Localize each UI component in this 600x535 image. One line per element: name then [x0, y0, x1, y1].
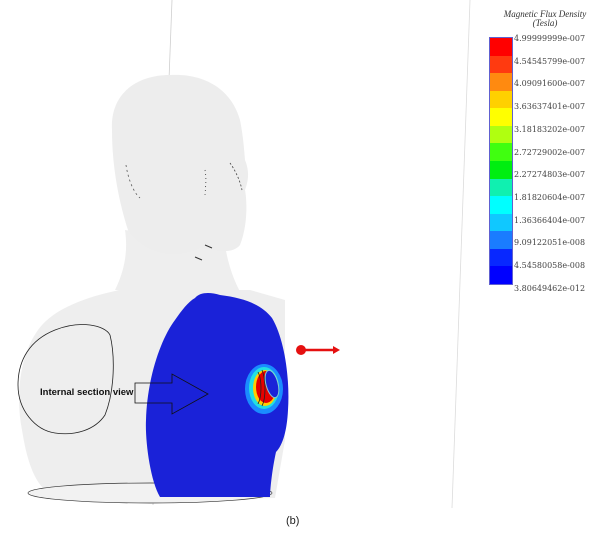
legend-label: 3.63637401e-007 [514, 102, 586, 112]
legend-label: 3.80649462e-012 [514, 283, 586, 293]
legend-label: 4.09091600e-007 [514, 79, 586, 89]
legend-color-bar [489, 37, 513, 285]
legend-label: 4.54580058e-008 [514, 261, 586, 270]
legend-title-line2: (Tesla) [532, 18, 558, 28]
legend-label: 3.18183202e-007 [514, 124, 586, 134]
magnetic-field-region [145, 293, 289, 497]
internal-section-callout [17, 324, 209, 435]
legend-segment [490, 108, 512, 126]
legend-segment [490, 73, 512, 91]
legend-segment [490, 248, 512, 267]
coil-hotspot [245, 364, 283, 414]
legend-label: 4.99999999e-007 [514, 34, 586, 43]
legend-title: Magnetic Flux Density (Tesla) [490, 10, 600, 28]
legend-segment [490, 231, 512, 249]
legend-segment [490, 266, 512, 284]
legend-segment [490, 160, 512, 179]
legend-segment [490, 90, 512, 109]
legend-label: 2.27274803e-007 [514, 170, 586, 180]
legend-segment [490, 125, 512, 144]
legend-label: 2.72729002e-007 [514, 147, 586, 157]
legend-label: 1.81820604e-007 [514, 192, 586, 202]
legend-label: 9.09122051e-008 [514, 238, 586, 248]
vertical-guide-line-right [451, 0, 471, 509]
legend-label: 1.36366404e-007 [514, 215, 586, 225]
legend-title-line1: Magnetic Flux Density [503, 9, 587, 19]
pointer-arrow-icon [134, 373, 209, 415]
legend-segment [490, 55, 512, 74]
legend-segment [490, 38, 512, 56]
figure-caption: (b) [286, 515, 300, 527]
legend-segment [490, 196, 512, 214]
legend-segment [490, 213, 512, 232]
legend-label: 4.54545799e-007 [514, 56, 586, 66]
legend-segment [490, 178, 512, 197]
field-direction-arrow-icon [296, 345, 340, 355]
annotation-internal-section-view: Internal section view [40, 387, 134, 398]
legend-segment [490, 143, 512, 161]
